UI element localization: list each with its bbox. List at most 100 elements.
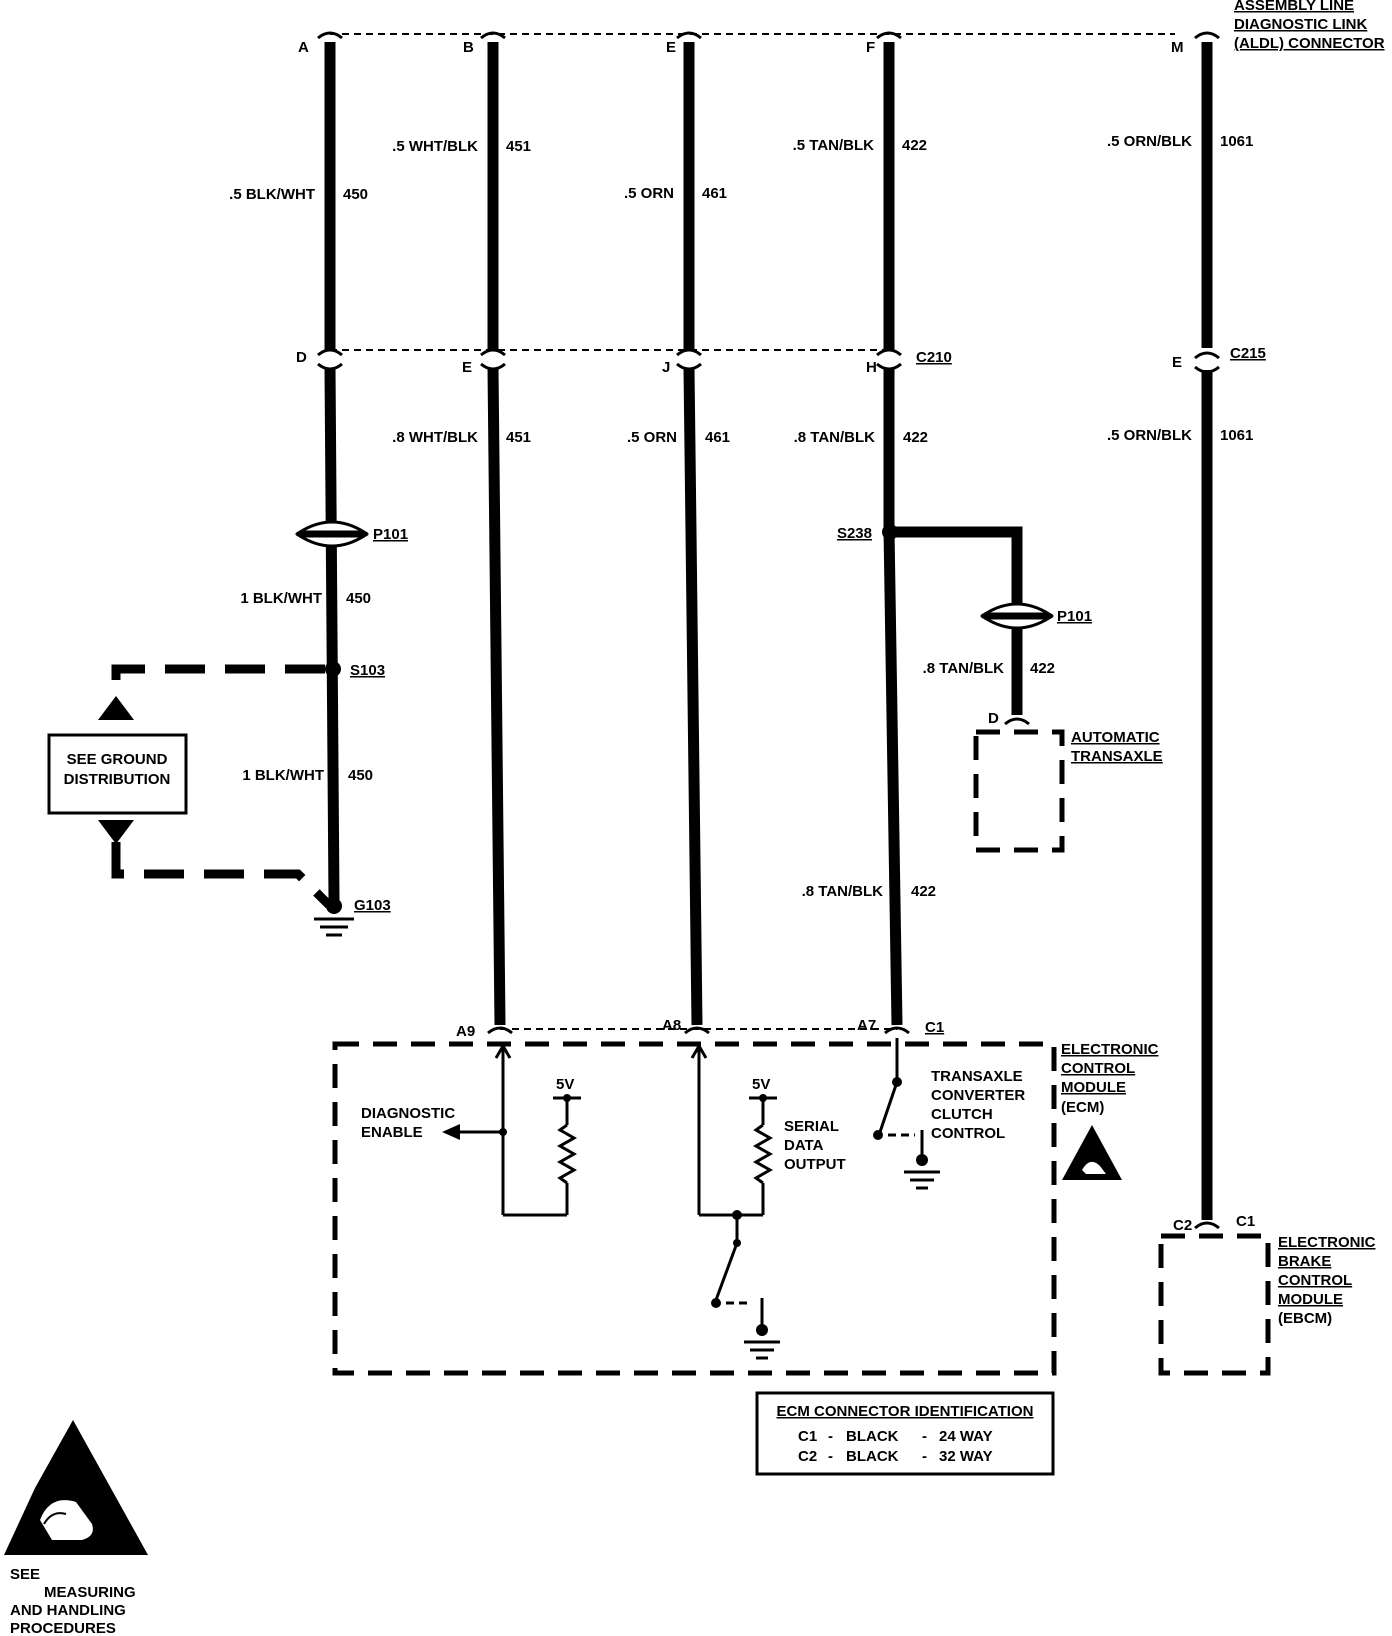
wire-1061-upper-label: .5 ORN/BLK xyxy=(1107,133,1192,150)
ground-branch: P101 1 BLK/WHT 450 S103 SEE GROUND DISTR… xyxy=(47,367,408,937)
ebcm-title-3: CONTROL xyxy=(1278,1272,1352,1289)
wire-451-mid-label: .8 WHT/BLK xyxy=(392,429,478,446)
c215-name: C215 xyxy=(1230,345,1266,362)
wire-422-mid-circuit: 422 xyxy=(903,429,928,446)
aldl-pin-f: F xyxy=(866,39,875,56)
s238-label: S238 xyxy=(837,525,872,542)
ecm-id-row2-color: BLACK xyxy=(846,1448,899,1465)
p101-transaxle-passthrough xyxy=(979,602,1055,630)
wire-451-mid-circuit: 451 xyxy=(506,429,531,446)
ground-symbol-icon xyxy=(904,1170,940,1190)
diag-enable-2: ENABLE xyxy=(361,1124,423,1141)
ecm-id-row1-ways: 24 WAY xyxy=(939,1428,993,1445)
diagnostic-enable-circuit: 5V DIAGNOSTIC ENABLE xyxy=(361,1043,581,1217)
serial-data-circuit: 5V SERIAL DATA OUTPUT xyxy=(690,1043,846,1360)
see-ground-distribution-box xyxy=(47,733,188,815)
wire-450-upper-circuit: 450 xyxy=(343,186,368,203)
wire-422-lower-circuit: 422 xyxy=(911,883,936,900)
ecm-title-3: MODULE xyxy=(1061,1079,1126,1096)
see-ground-line-1: SEE GROUND xyxy=(67,751,168,768)
tcc-3: CLUTCH xyxy=(931,1106,993,1123)
aldl-title-2: DIAGNOSTIC LINK xyxy=(1234,16,1367,33)
esd-note-4: PROCEDURES xyxy=(10,1620,116,1636)
c210-connector: D E J H C210 xyxy=(296,348,952,376)
ecm-pin-a8: A8 xyxy=(662,1017,681,1034)
p101-transaxle-label: P101 xyxy=(1057,608,1092,625)
ground-symbol-icon xyxy=(314,917,354,937)
ecm-id-row1-dash2: - xyxy=(922,1428,927,1445)
ecm-box xyxy=(332,1041,1057,1376)
wire-461-mid-label: .5 ORN xyxy=(627,429,677,446)
ecm-id-row2-ways: 32 WAY xyxy=(939,1448,993,1465)
ebcm-title-4: MODULE xyxy=(1278,1291,1343,1308)
ebcm-title-2: BRAKE xyxy=(1278,1253,1331,1270)
wire-450-g2-label: 1 BLK/WHT xyxy=(242,767,324,784)
ecm-id-row2-dash1: - xyxy=(828,1448,833,1465)
serial-2: DATA xyxy=(784,1137,824,1154)
see-ground-line-2: DISTRIBUTION xyxy=(64,771,171,788)
ecm-title-1: ELECTRONIC xyxy=(1061,1041,1159,1058)
wire-451-upper-circuit: 451 xyxy=(506,138,531,155)
wire-1061-mid-label: .5 ORN/BLK xyxy=(1107,427,1192,444)
ecm-id-row2-conn: C2 xyxy=(798,1448,817,1465)
esd-note-2: MEASURING xyxy=(44,1584,136,1601)
wire-422-upper-label: .5 TAN/BLK xyxy=(793,137,875,154)
ecm-connector-c1: C1 xyxy=(925,1019,944,1036)
tcc-1: TRANSAXLE xyxy=(931,1068,1023,1085)
transaxle-branch: S238 P101 .8 TAN/BLK 422 D AUTOMATIC TRA… xyxy=(837,524,1163,853)
c210-name: C210 xyxy=(916,349,952,366)
aldl-pin-e: E xyxy=(666,39,676,56)
ecm-id-title: ECM CONNECTOR IDENTIFICATION xyxy=(777,1403,1034,1420)
ebcm-pin-c1: C1 xyxy=(1236,1213,1255,1230)
tcc-4: CONTROL xyxy=(931,1125,1005,1142)
arrow-down-icon xyxy=(98,820,134,844)
middle-wires: .8 WHT/BLK 451 .5 ORN 461 .8 TAN/BLK 422… xyxy=(392,367,1253,1220)
ecm-id-row1-color: BLACK xyxy=(846,1428,899,1445)
tcc-control-circuit: TRANSAXLE CONVERTER CLUTCH CONTROL xyxy=(873,1038,1025,1190)
c215-connector: E C215 xyxy=(1172,345,1266,374)
ebcm-title-1: ELECTRONIC xyxy=(1278,1234,1376,1251)
wire-461-upper-circuit: 461 xyxy=(702,185,727,202)
wire-422-lower-label: .8 TAN/BLK xyxy=(802,883,884,900)
p101-ground-passthrough xyxy=(294,520,370,548)
wire-461-mid-circuit: 461 xyxy=(705,429,730,446)
esd-warning-icon xyxy=(4,1420,148,1555)
resistor-1-icon xyxy=(556,1123,578,1185)
ground-symbol-icon xyxy=(744,1340,780,1360)
wire-461-upper-label: .5 ORN xyxy=(624,185,674,202)
ecm-connector-id-table: ECM CONNECTOR IDENTIFICATION C1 - BLACK … xyxy=(755,1391,1055,1476)
ecm-id-row1-dash1: - xyxy=(828,1428,833,1445)
transaxle-label-2: TRANSAXLE xyxy=(1071,748,1163,765)
aldl-title-3: (ALDL) CONNECTOR xyxy=(1234,35,1385,52)
ecm-title-2: CONTROL xyxy=(1061,1060,1135,1077)
wire-422-mid-label: .8 TAN/BLK xyxy=(794,429,876,446)
serial-3: OUTPUT xyxy=(784,1156,846,1173)
s103-splice xyxy=(325,661,341,677)
tcc-2: CONVERTER xyxy=(931,1087,1025,1104)
c210-pin-j: J xyxy=(662,359,670,376)
aldl-pin-m: M xyxy=(1171,39,1184,56)
wire-1061-upper-circuit: 1061 xyxy=(1220,133,1253,150)
diag-enable-1: DIAGNOSTIC xyxy=(361,1105,455,1122)
c210-pin-d: D xyxy=(296,349,307,366)
wire-1061-mid-circuit: 1061 xyxy=(1220,427,1253,444)
esd-warning-small-icon xyxy=(1062,1125,1122,1180)
esd-note-1: SEE xyxy=(10,1566,40,1583)
s103-label: S103 xyxy=(350,662,385,679)
aldl-pin-b: B xyxy=(463,39,474,56)
wire-422-branch-label: .8 TAN/BLK xyxy=(923,660,1005,677)
resistor-2-icon xyxy=(752,1123,774,1185)
serial-1: SERIAL xyxy=(784,1118,839,1135)
wire-450-g2-circuit: 450 xyxy=(348,767,373,784)
p101-ground-label: P101 xyxy=(373,526,408,543)
transaxle-pin-d: D xyxy=(988,710,999,727)
upper-wires: .5 BLK/WHT 450 .5 WHT/BLK 451 .5 ORN 461… xyxy=(229,42,1253,350)
ecm-5v-2: 5V xyxy=(752,1076,770,1093)
ecm-id-row1-conn: C1 xyxy=(798,1428,817,1445)
wire-450-g1-label: 1 BLK/WHT xyxy=(240,590,322,607)
ecm-pin-a9: A9 xyxy=(456,1023,475,1040)
aldl-pin-a: A xyxy=(298,39,309,56)
wire-422-branch-circuit: 422 xyxy=(1030,660,1055,677)
g103-label: G103 xyxy=(354,897,391,914)
c210-pin-h: H xyxy=(866,359,877,376)
